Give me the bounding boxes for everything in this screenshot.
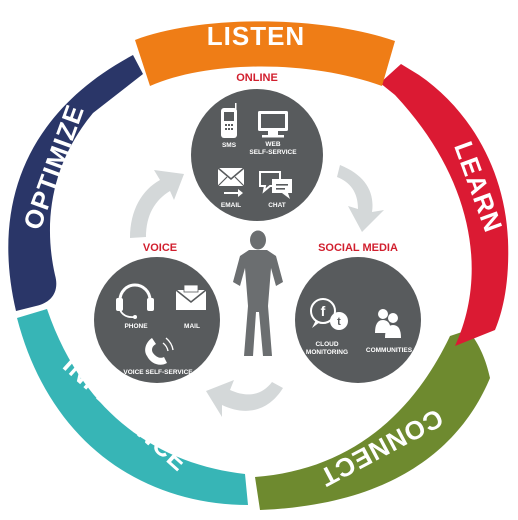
chat-bubbles-icon [259,171,292,199]
heading-online: ONLINE [236,72,278,84]
label-web-self-service: SELF-SERVICE [249,149,297,156]
email-icon [217,167,245,197]
flow-arrow-voice-to-online [130,170,184,238]
flow-arrow-online-to-social [337,165,384,232]
label-sms: SMS [222,142,237,149]
label-listen: LISTEN [207,21,305,51]
segment-listen [135,21,395,86]
hub-online: SMS WEB SELF-SERVICE EMAIL CHAT [191,89,323,221]
segment-influence [17,309,248,505]
hub-social-media: f t CLOUD MONITORING COMMUNITIES [295,257,421,383]
headset-icon [116,283,154,319]
label-phone: PHONE [124,323,148,330]
label-web: WEB [265,141,280,148]
heading-voice: VOICE [143,242,177,254]
flow-arrow-social-to-voice [206,380,283,417]
label-voice-self-service: VOICE SELF-SERVICE [123,369,193,376]
social-bubbles-icon: f t [310,298,348,330]
label-cloud-monitoring: MONITORING [306,349,348,356]
hub-voice: PHONE MAIL VOICE SELF-SERVICE [94,257,220,383]
label-chat: CHAT [268,202,286,209]
label-mail: MAIL [184,323,200,330]
telephone-handset-icon [145,337,174,365]
svg-text:f: f [321,303,326,319]
label-cloud: CLOUD [315,341,338,348]
segment-optimize [8,55,143,311]
monitor-icon [258,111,288,138]
mobile-phone-icon [221,103,237,138]
person-figure [233,230,283,356]
svg-text:t: t [337,316,341,328]
heading-social-media: SOCIAL MEDIA [318,242,398,254]
label-email: EMAIL [221,202,241,209]
people-icon [375,309,401,338]
envelope-icon [175,284,207,310]
segment-learn [380,64,509,346]
label-communities: COMMUNITIES [366,347,413,354]
segment-connect [255,330,490,510]
